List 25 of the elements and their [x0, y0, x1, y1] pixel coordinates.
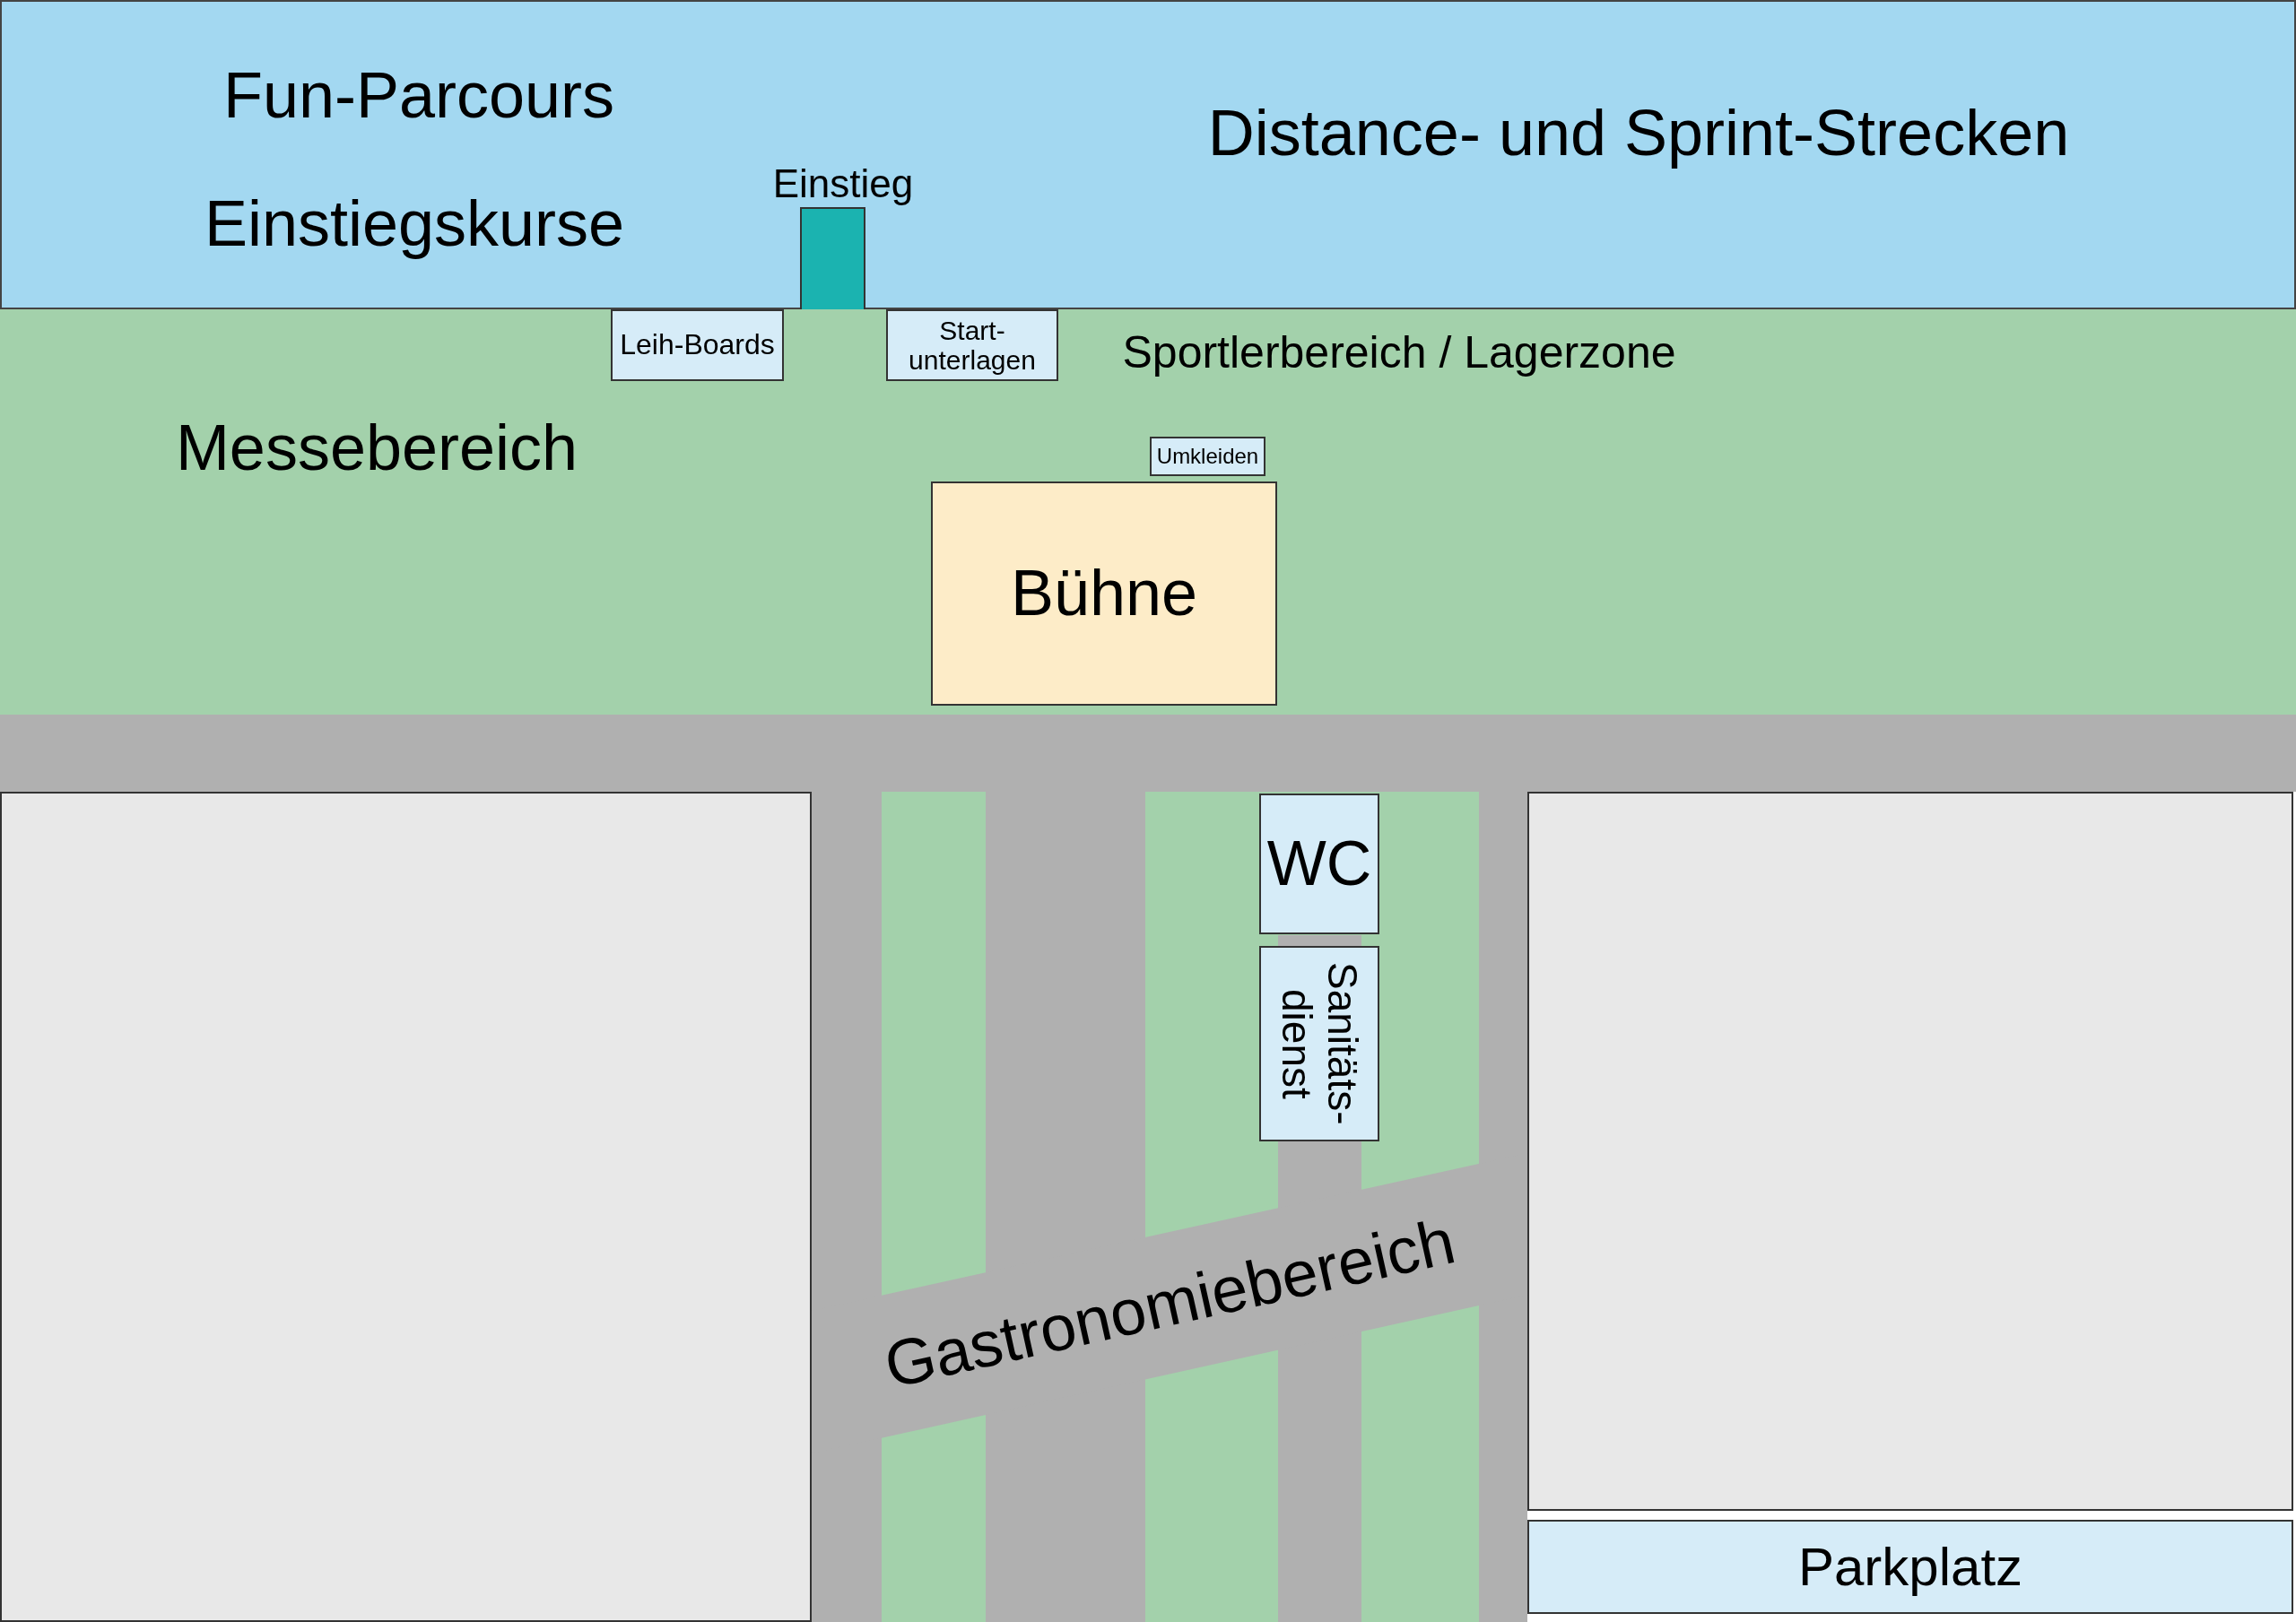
- area-label: Einstieg: [772, 161, 914, 206]
- registration-booth: [886, 309, 1058, 381]
- road: [0, 715, 2296, 792]
- area-label: Leih-Boards: [620, 329, 775, 361]
- area-label: Fun-Parcours: [222, 60, 615, 132]
- parking-area: [1527, 1520, 2293, 1614]
- grass-area: [0, 309, 2296, 715]
- area-label: Start- unterlagen: [908, 316, 1037, 375]
- area-label: WC: [1266, 829, 1372, 898]
- area-label: Sportlerbereich / Lagerzone: [1122, 327, 1676, 377]
- area-label: Einstiegskurse: [204, 188, 625, 260]
- area-label: Bühne: [1010, 558, 1198, 629]
- stage-area: [931, 481, 1277, 706]
- rental-booth: [611, 309, 784, 381]
- area-label: Parkplatz: [1797, 1537, 2023, 1597]
- area-label: Messebereich: [175, 412, 578, 484]
- building-area: [0, 792, 812, 1622]
- area-label: Sanitäts- dienst: [1274, 961, 1365, 1127]
- area-label: Distance- und Sprint-Strecken: [1207, 98, 2070, 169]
- changing-booth: [1150, 437, 1265, 476]
- area-label: Umkleiden: [1156, 444, 1259, 469]
- toilet-booth: [1259, 794, 1379, 934]
- building-area: [1527, 792, 2293, 1511]
- first-aid-booth: [1259, 946, 1379, 1141]
- water-area: [0, 0, 2296, 309]
